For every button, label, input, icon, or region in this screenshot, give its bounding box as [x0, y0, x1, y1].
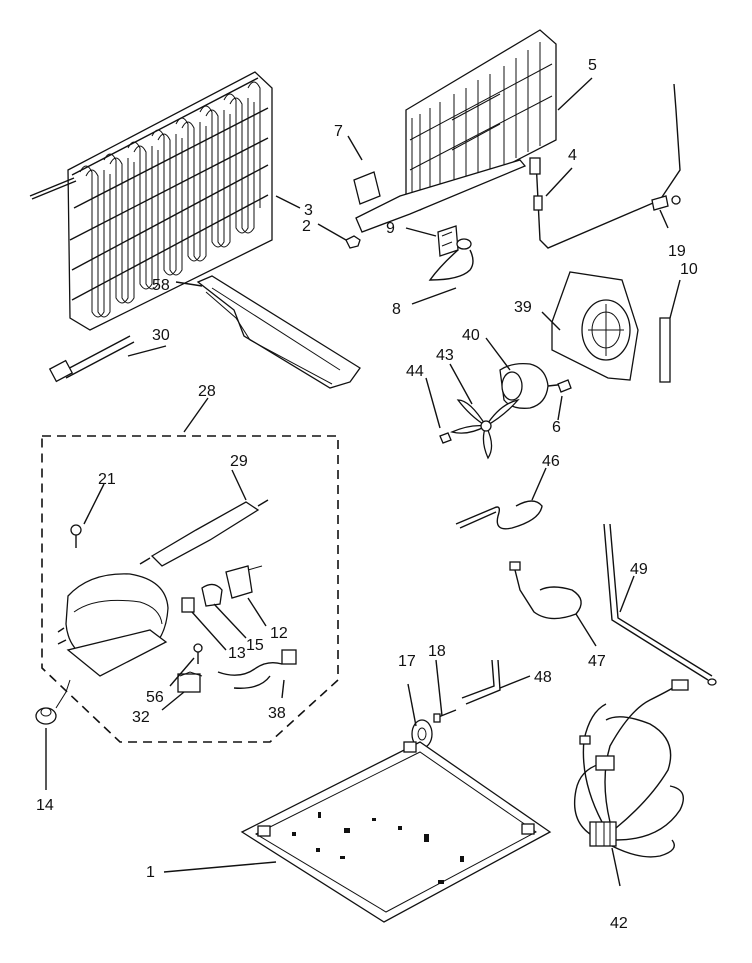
label-12: 12 [270, 625, 288, 642]
evaporator-assembly-part [353, 29, 557, 233]
bolt-21-part [70, 524, 82, 548]
drier-29-part [139, 499, 269, 567]
label-30: 30 [152, 327, 170, 344]
leader-lines [45, 77, 681, 887]
label-3: 3 [304, 202, 313, 219]
label-13: 13 [228, 645, 246, 662]
base-frame-1-part [240, 741, 552, 923]
screw-56-part [193, 643, 203, 664]
label-38: 38 [268, 705, 286, 722]
bolt-18-part [433, 709, 457, 723]
overload-15-part [201, 583, 223, 607]
clip-9-part [437, 225, 459, 257]
roller-17-part [411, 719, 433, 749]
wiring-harness-42-part [573, 679, 689, 858]
label-19: 19 [668, 243, 686, 260]
label-47: 47 [588, 653, 606, 670]
label-21: 21 [98, 471, 116, 488]
tube-46-part [455, 500, 543, 530]
label-40: 40 [462, 327, 480, 344]
fan-motor-40-part [499, 362, 567, 409]
label-44: 44 [406, 363, 424, 380]
label-39: 39 [514, 299, 532, 316]
strip-10-part [659, 317, 671, 383]
harness-38-part [217, 649, 297, 689]
label-8: 8 [392, 301, 401, 318]
label-9: 9 [386, 220, 395, 237]
compressor-part [57, 573, 169, 677]
shaft-48-part [461, 659, 501, 705]
wire-8-part [428, 238, 474, 281]
label-10: 10 [680, 261, 698, 278]
label-5: 5 [588, 57, 597, 74]
cover-12-part [225, 565, 263, 599]
label-48: 48 [534, 669, 552, 686]
label-28: 28 [198, 383, 216, 400]
label-32: 32 [132, 709, 150, 726]
label-4: 4 [568, 147, 577, 164]
sensor-wire-4-part [529, 83, 681, 249]
label-1: 1 [146, 864, 155, 881]
relay-13-part [181, 597, 195, 613]
label-43: 43 [436, 347, 454, 364]
screw-6-part [557, 379, 572, 393]
label-56: 56 [146, 689, 164, 706]
label-7: 7 [334, 123, 343, 140]
nut-44-part [439, 432, 452, 444]
label-46: 46 [542, 453, 560, 470]
label-58: 58 [152, 277, 170, 294]
condenser-coil-part [29, 71, 273, 331]
label-2: 2 [302, 218, 311, 235]
part-labels: 1 2 3 4 5 6 7 8 9 10 12 13 14 15 17 18 1… [36, 57, 698, 932]
label-17: 17 [398, 653, 416, 670]
rod-49-part [603, 523, 717, 686]
screw-2-part [345, 235, 361, 249]
label-15: 15 [246, 637, 264, 654]
grommet-14-part [35, 679, 71, 725]
label-6: 6 [552, 419, 561, 436]
capacitor-32-part [177, 671, 203, 693]
label-49: 49 [630, 561, 648, 578]
fan-shroud-39-part [551, 271, 639, 381]
drain-pan-part [196, 275, 361, 389]
heater-part [48, 335, 135, 383]
compressor-group-28-outline [41, 435, 339, 743]
connector-19-part [651, 195, 681, 211]
label-14: 14 [36, 797, 54, 814]
fan-blade-43-part [450, 398, 520, 460]
label-42: 42 [610, 915, 628, 932]
tube-47-part [509, 561, 582, 620]
label-29: 29 [230, 453, 248, 470]
label-18: 18 [428, 643, 446, 660]
